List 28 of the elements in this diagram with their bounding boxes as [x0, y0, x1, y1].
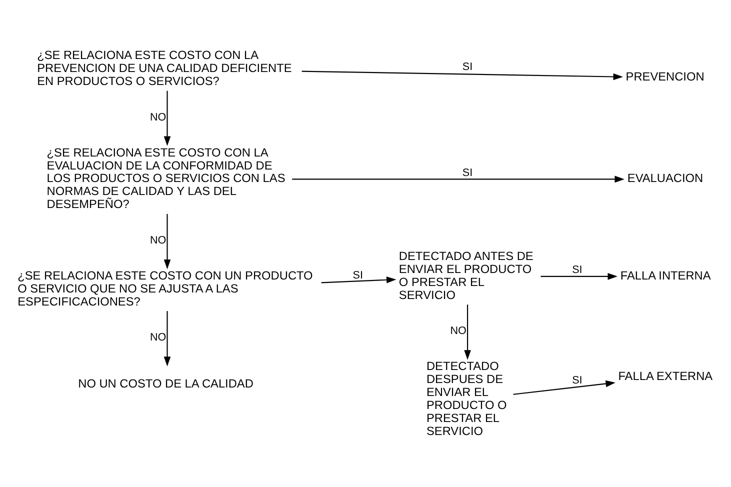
arrow — [301, 70, 623, 80]
edge-label: NO — [149, 234, 166, 246]
node-text: FALLA EXTERNA — [618, 368, 712, 382]
node-text: DETECTADO ANTES DE ENVIAR EL PRODUCTO O PRESTAR EL SERVICIO — [398, 248, 533, 302]
node-text: DETECTADO DESPUES DE ENVIAR EL PRODUCTO O PRESTAR EL SERVICIO — [426, 358, 506, 438]
arrow — [464, 304, 470, 360]
arrow — [163, 310, 170, 366]
arrow — [540, 272, 617, 280]
edge-label: NO — [149, 110, 166, 123]
edge-label: NO — [450, 324, 466, 337]
node-text: ¿SE RELACIONA ESTE COSTO CON LA EVALUACION DE LA CONFORMIDAD DE LOS PRODUCTOS O SERVICIOS CON LAS NORMAS DE CALIDAD Y LAS DEL DESEMPEÑO? — [46, 144, 285, 211]
arrow — [512, 380, 615, 394]
edge-label: SI — [572, 374, 582, 386]
node-text: ¿SE RELACIONA ESTE COSTO CON UN PRODUCTO O SERVICIO QUE NO SE AJUSTA A LAS ESPECIFICACIONES? — [17, 268, 312, 308]
node-text: NO UN COSTO DE LA CALIDAD — [78, 376, 253, 390]
node-text: FALLA INTERNA — [620, 268, 710, 282]
arrow — [320, 276, 396, 283]
arrow — [163, 90, 170, 146]
arrow — [163, 213, 170, 269]
node-text: EVALUACION — [626, 170, 703, 185]
edge-label: SI — [462, 60, 472, 73]
node-text: ¿SE RELACIONA ESTE COSTO CON LA PREVENCION DE UNA CALIDAD DEFICIENTE EN PRODUCTOS O SERVICIOS? — [36, 48, 292, 88]
edge-label: SI — [572, 264, 582, 276]
arrow — [292, 175, 624, 182]
edge-label: SI — [352, 269, 362, 282]
edge-label: NO — [149, 331, 166, 344]
edge-label: SI — [462, 166, 472, 178]
node-text: PREVENCION — [625, 69, 704, 84]
